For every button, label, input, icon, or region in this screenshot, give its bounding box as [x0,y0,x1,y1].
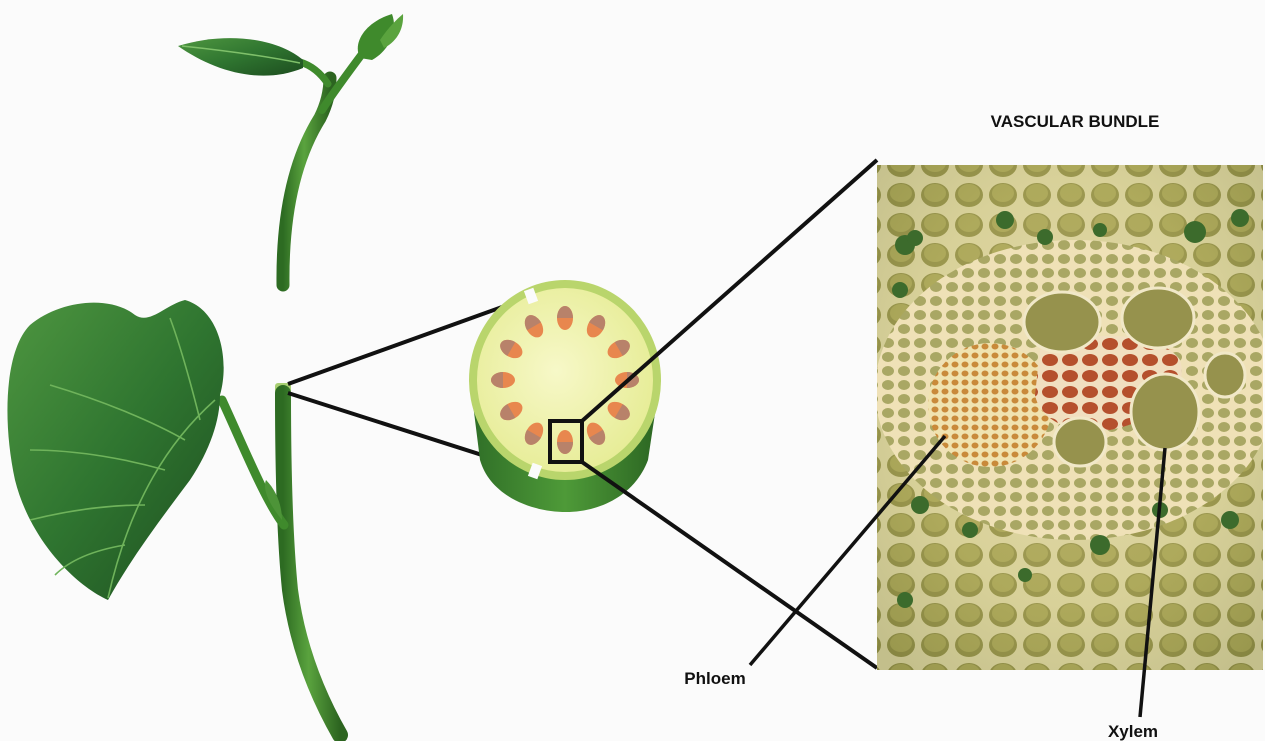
leaf-stalk-top [300,62,328,84]
plant-illustration [7,14,403,735]
phloem-label: Phloem [684,669,745,688]
upper-leaf [178,38,303,76]
xylem-label: Xylem [1108,722,1158,741]
vascular-bundle [491,372,515,388]
vascular-bundle [557,430,573,454]
vascular-bundle [557,306,573,330]
vascular-bundle-micrograph [875,165,1265,670]
stem-cross-section [469,280,661,512]
diagram-title: VASCULAR BUNDLE [991,112,1160,131]
main-stem-lower [283,393,340,735]
micrograph-phloem-region [928,343,1052,467]
